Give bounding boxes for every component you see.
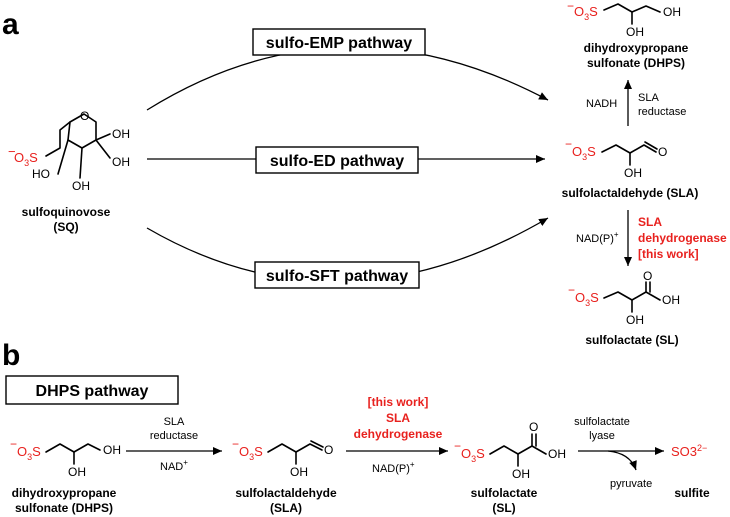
svg-text:OH: OH xyxy=(103,443,121,457)
svg-text:−: − xyxy=(8,144,16,159)
panel-a-label: a xyxy=(2,8,19,41)
svg-text:reductase: reductase xyxy=(150,430,198,442)
svg-text:(SL): (SL) xyxy=(492,501,515,515)
svg-text:O3S: O3S xyxy=(461,446,485,464)
svg-text:O3S: O3S xyxy=(239,444,263,462)
sulfo-sft-box: sulfo-SFT pathway xyxy=(254,261,420,289)
emp-arrow xyxy=(146,46,549,111)
sla-name: sulfolactaldehyde (SLA) xyxy=(562,186,699,200)
sulfite-name: sulfite xyxy=(674,486,710,500)
sulfo-emp-label: sulfo-EMP pathway xyxy=(266,35,412,52)
sulfo-sft-label: sulfo-SFT pathway xyxy=(266,268,408,285)
dhps-name2: sulfonate (DHPS) xyxy=(587,56,685,70)
pyruvate-arrow xyxy=(607,450,637,471)
svg-text:−: − xyxy=(567,0,574,13)
svg-text:OH: OH xyxy=(662,293,680,307)
panel-b-label: b xyxy=(2,339,20,372)
sla-structure: − O3S O OH xyxy=(565,137,667,180)
nadh-label: NADH xyxy=(586,98,617,110)
svg-text:O3S: O3S xyxy=(17,444,41,462)
so3-formula: SO32− xyxy=(671,443,707,459)
dhps-name: dihydroxypropane xyxy=(584,41,689,55)
svg-text:OH: OH xyxy=(626,25,644,39)
sq-structure: − O3S O OH OH HO OH xyxy=(8,109,130,193)
svg-text:O: O xyxy=(324,443,333,457)
svg-text:O: O xyxy=(658,145,667,159)
sq-ho: HO xyxy=(32,167,50,181)
svg-text:SLA: SLA xyxy=(164,416,185,428)
svg-text:dehydrogenase: dehydrogenase xyxy=(638,231,727,245)
svg-text:O: O xyxy=(529,420,538,434)
svg-text:O: O xyxy=(643,269,652,283)
sq-abbr: (SQ) xyxy=(53,220,78,234)
svg-text:−: − xyxy=(232,437,239,451)
svg-text:sulfolactaldehyde: sulfolactaldehyde xyxy=(235,486,337,500)
svg-text:lyase: lyase xyxy=(589,430,615,442)
sla-b-structure: − O3S O OH xyxy=(232,437,333,479)
sl-structure: − O3S O OH OH xyxy=(568,269,680,327)
svg-text:sulfolactate: sulfolactate xyxy=(471,486,538,500)
sq-ring-o: O xyxy=(80,109,89,123)
svg-text:NAD(P)+: NAD(P)+ xyxy=(372,460,415,475)
svg-text:OH: OH xyxy=(548,447,566,461)
svg-text:dehydrogenase: dehydrogenase xyxy=(354,427,443,441)
sq-oh2: OH xyxy=(112,155,130,169)
svg-text:−: − xyxy=(10,437,17,451)
svg-text:SLA: SLA xyxy=(638,92,659,104)
svg-text:−: − xyxy=(565,137,572,151)
dhps-pathway-label: DHPS pathway xyxy=(36,383,149,400)
pyruvate-label: pyruvate xyxy=(610,478,652,490)
svg-text:reductase: reductase xyxy=(638,106,686,118)
svg-text:OH: OH xyxy=(663,5,681,19)
svg-text:O3S: O3S xyxy=(575,290,599,308)
sq-name: sulfoquinovose xyxy=(22,205,111,219)
svg-text:OH: OH xyxy=(68,465,86,479)
sq-oh1: OH xyxy=(112,127,130,141)
svg-text:[this work]: [this work] xyxy=(368,395,429,409)
svg-text:−: − xyxy=(568,283,575,297)
svg-text:O3S: O3S xyxy=(574,4,598,22)
dhps-b-structure: − O3S OH OH xyxy=(10,437,121,479)
svg-text:OH: OH xyxy=(624,166,642,180)
sulfo-emp-box: sulfo-EMP pathway xyxy=(252,28,426,56)
dhps-structure: − O3S OH OH xyxy=(567,0,681,39)
svg-text:−: − xyxy=(454,439,461,453)
sulfo-ed-label: sulfo-ED pathway xyxy=(270,153,404,170)
dhps-pathway-box: DHPS pathway xyxy=(5,375,179,405)
svg-text:SLA: SLA xyxy=(638,215,662,229)
svg-text:OH: OH xyxy=(626,313,644,327)
sl-name: sulfolactate (SL) xyxy=(585,333,678,347)
svg-text:[this work]: [this work] xyxy=(638,247,699,261)
svg-text:OH: OH xyxy=(512,467,530,481)
nadp-label-a: NAD(P)+ xyxy=(576,230,619,245)
svg-text:SLA: SLA xyxy=(386,411,410,425)
svg-text:O3S: O3S xyxy=(572,144,596,162)
svg-text:dihydroxypropane: dihydroxypropane xyxy=(12,486,117,500)
sl-b-structure: − O3S O OH OH xyxy=(454,420,566,481)
svg-text:sulfonate (DHPS): sulfonate (DHPS) xyxy=(15,501,113,515)
svg-text:OH: OH xyxy=(290,465,308,479)
sulfo-ed-box: sulfo-ED pathway xyxy=(255,146,419,174)
svg-text:sulfolactate: sulfolactate xyxy=(574,416,630,428)
sq-oh3: OH xyxy=(72,179,90,193)
sq-o3s: O3S xyxy=(14,150,38,168)
svg-text:NAD+: NAD+ xyxy=(160,458,188,473)
svg-text:(SLA): (SLA) xyxy=(270,501,302,515)
